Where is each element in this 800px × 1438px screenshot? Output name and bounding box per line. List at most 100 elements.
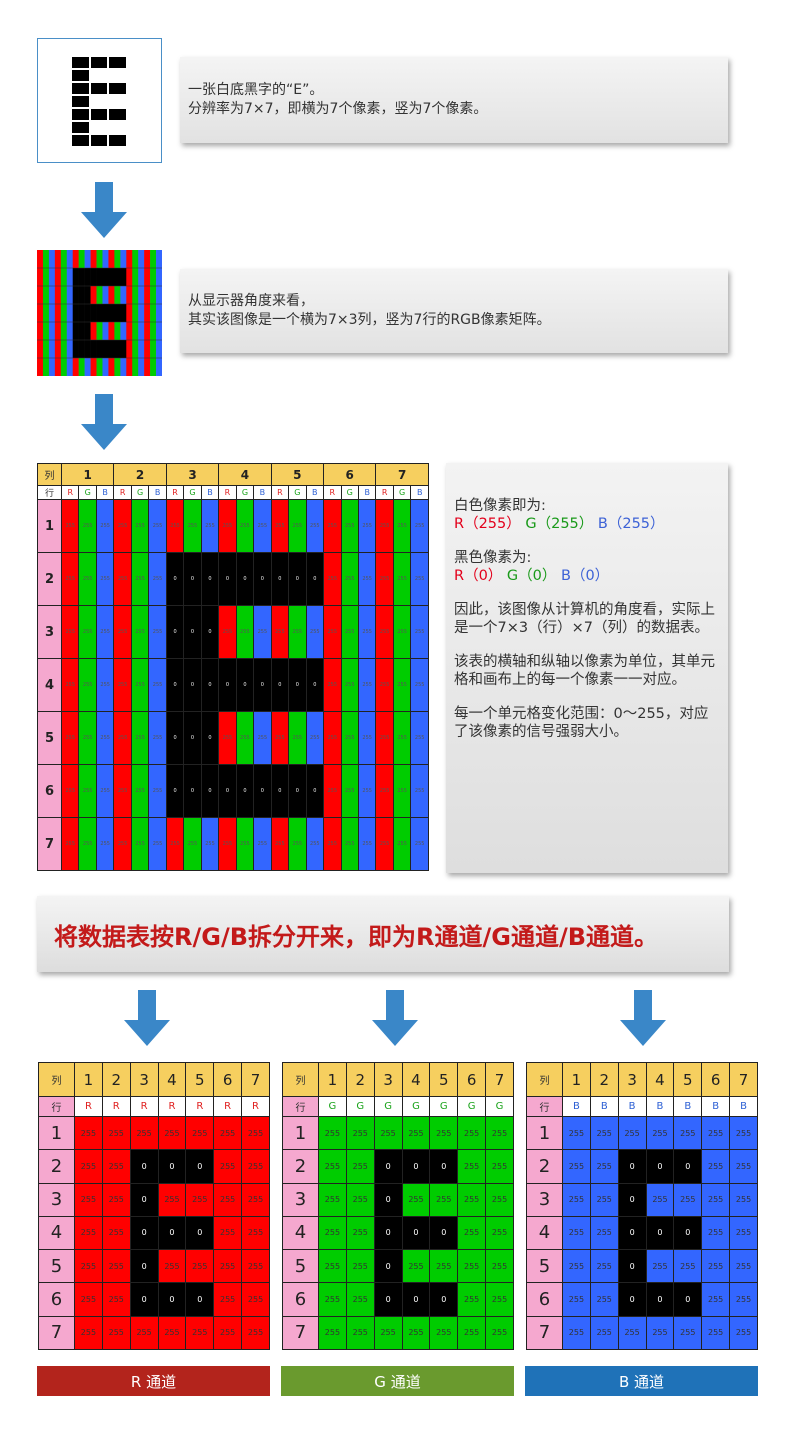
- subpixel: [96, 268, 103, 287]
- pixel-value: 255: [235, 605, 255, 659]
- pixel-value: 255: [392, 764, 412, 818]
- row-number: 4: [526, 1215, 563, 1251]
- pixel-value: 255: [323, 817, 342, 871]
- channel-value: 255: [101, 1215, 131, 1251]
- pixel-value: 0: [253, 658, 272, 712]
- subpixel: [108, 286, 115, 305]
- pixel-value: 255: [253, 605, 272, 659]
- subpixel: [37, 358, 44, 376]
- column-number: 5: [429, 1062, 459, 1097]
- subpixel: [108, 358, 115, 376]
- row-number: 2: [38, 1149, 75, 1184]
- e-pixel-grid: [71, 56, 127, 147]
- channel-value: 255: [457, 1215, 487, 1251]
- subpixel: [132, 286, 139, 305]
- pixel-value: 255: [340, 499, 359, 553]
- column-number: 6: [213, 1062, 243, 1097]
- pixel-value: 0: [288, 764, 307, 818]
- pixel-value: 255: [340, 711, 359, 765]
- channel-sub-header: G: [318, 1096, 347, 1117]
- channel-value: 255: [345, 1115, 375, 1151]
- pixel-value: 255: [340, 764, 359, 818]
- e-pixel: [71, 121, 90, 134]
- subpixel: [144, 286, 151, 305]
- pixel-value: 255: [148, 764, 167, 818]
- row-number: 5: [282, 1249, 319, 1284]
- channel-sub-header: G: [345, 1096, 375, 1117]
- subpixel: [114, 340, 121, 359]
- subpixel: [144, 322, 151, 341]
- subpixel: [54, 322, 62, 341]
- channel-value: 255: [485, 1115, 514, 1151]
- channel-value: 255: [589, 1249, 619, 1284]
- channel-value: 255: [457, 1182, 487, 1217]
- row-number: 6: [37, 764, 62, 818]
- pixel-value: 255: [95, 605, 115, 659]
- subpixel-header: B: [148, 485, 167, 500]
- channel-value: 255: [74, 1115, 103, 1151]
- channel-value: 0: [429, 1149, 459, 1184]
- subpixel: [144, 358, 151, 376]
- channel-value: 255: [589, 1149, 619, 1184]
- pixel-value: 255: [218, 605, 237, 659]
- step1-note: 一张白底黑字的“E”。 分辨率为7×7，即横为7个像素，竖为7个像素。: [180, 57, 728, 143]
- column-number: 3: [165, 463, 220, 486]
- subpixel: [156, 358, 162, 376]
- pixel-value: 0: [218, 764, 237, 818]
- subpixel: [84, 340, 91, 359]
- pixel-value: 255: [357, 764, 377, 818]
- e-pixel: [89, 121, 109, 134]
- pixel-value: 255: [340, 605, 359, 659]
- pixel-value: 255: [235, 711, 255, 765]
- channel-sub-header: G: [457, 1096, 487, 1117]
- channel-value: 255: [701, 1315, 731, 1351]
- channel-value: 255: [485, 1149, 514, 1184]
- pixel-value: 0: [200, 764, 220, 818]
- subpixel: [144, 304, 151, 323]
- subpixel: [37, 322, 44, 341]
- pixel-value: 0: [288, 658, 307, 712]
- pixel-value: 255: [165, 817, 185, 871]
- channel-value: 255: [345, 1215, 375, 1251]
- e-pixel: [108, 69, 127, 82]
- channel-value: 255: [673, 1249, 703, 1284]
- subpixel: [84, 322, 91, 341]
- channel-value: 0: [673, 1149, 703, 1184]
- row-number: 4: [38, 1215, 75, 1251]
- pixel-value: 0: [200, 552, 220, 606]
- channel-value: 255: [101, 1149, 131, 1184]
- pixel-value: 0: [253, 552, 272, 606]
- channel-value: 255: [318, 1182, 347, 1217]
- subpixel: [66, 286, 74, 305]
- channel-value: 255: [617, 1315, 647, 1351]
- pixel-value: 255: [340, 817, 359, 871]
- e-pixel: [89, 134, 109, 147]
- pixel-value: 255: [78, 764, 97, 818]
- channel-value: 255: [729, 1282, 758, 1317]
- pixel-value: 255: [78, 499, 97, 553]
- row-number: 7: [38, 1315, 75, 1351]
- channel-value: 255: [345, 1315, 375, 1351]
- subpixel: [114, 268, 121, 287]
- channel-sub-header: R: [101, 1096, 131, 1117]
- column-number: 6: [457, 1062, 487, 1097]
- channel-value: 255: [74, 1282, 103, 1317]
- pixel-value: 255: [375, 658, 394, 712]
- subpixel-header: G: [288, 485, 307, 500]
- subpixel: [48, 286, 56, 305]
- col-header-label: 列: [282, 1062, 319, 1097]
- subpixel: [48, 358, 56, 376]
- down-arrow-icon: [372, 990, 418, 1046]
- pixel-value: 255: [323, 499, 342, 553]
- subpixel-header: B: [95, 485, 115, 500]
- pixel-value: 0: [183, 711, 202, 765]
- channel-value: 255: [129, 1115, 159, 1151]
- pixel-value: 255: [375, 817, 394, 871]
- column-number: 4: [401, 1062, 431, 1097]
- channel-value: 0: [129, 1182, 159, 1217]
- pixel-value: 255: [113, 499, 132, 553]
- pixel-value: 0: [183, 658, 202, 712]
- down-arrow-icon: [620, 990, 666, 1046]
- channel-value: 255: [74, 1249, 103, 1284]
- subpixel: [66, 304, 74, 323]
